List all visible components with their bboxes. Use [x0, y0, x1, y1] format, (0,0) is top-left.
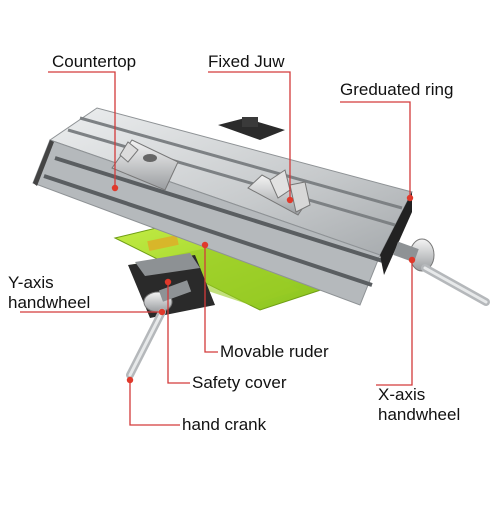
label-graduated-ring: Greduated ring [340, 80, 454, 99]
y-axis-handwheel-graphic [126, 280, 192, 379]
rear-block [218, 117, 285, 140]
label-movable-ruler: Movable ruder [220, 342, 329, 361]
label-countertop: Countertop [52, 52, 137, 71]
label-x-axis-handwheel-line2: handwheel [378, 405, 461, 424]
leader-lines [20, 71, 413, 426]
x-axis-handwheel-graphic [393, 238, 490, 306]
work-table [32, 107, 413, 306]
label-hand-crank: hand crank [182, 415, 267, 434]
label-y-axis-handwheel-line1: Y-axis [8, 273, 54, 292]
label-y-axis-handwheel-line2: handwheel [8, 293, 91, 312]
clamp-right [247, 169, 311, 216]
label-fixed-jaw: Fixed Juw [208, 52, 285, 71]
label-y-axis-handwheel: Y-axis handwheel [8, 273, 90, 313]
marker-dots [111, 184, 416, 384]
label-x-axis-handwheel-line1: X-axis [378, 385, 426, 404]
clamp-left [111, 139, 179, 191]
label-safety-cover: Safety cover [192, 373, 287, 392]
label-x-axis-handwheel: X-axis handwheel [378, 385, 460, 425]
